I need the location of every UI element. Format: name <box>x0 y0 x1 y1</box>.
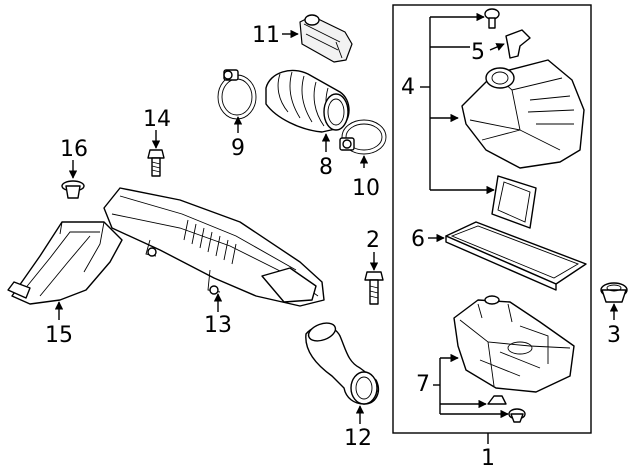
part-4-cover <box>461 59 585 169</box>
callout-9: 9 <box>231 136 245 161</box>
callout-10: 10 <box>352 176 380 201</box>
part-13-air-duct <box>103 187 325 307</box>
part-2-bolt <box>364 271 384 305</box>
part-3-grommet <box>600 282 628 303</box>
leader-4 <box>420 12 495 195</box>
callout-7: 7 <box>416 372 430 397</box>
callout-4: 4 <box>401 75 415 100</box>
callout-5: 5 <box>471 40 485 65</box>
callout-11: 11 <box>252 23 280 48</box>
leader-7 <box>433 353 509 419</box>
part-7-clip <box>487 395 526 423</box>
callout-16: 16 <box>60 137 88 162</box>
part-8-hose <box>265 69 350 133</box>
part-14-bolt <box>147 149 165 177</box>
part-16-clip <box>61 180 85 199</box>
part-4-screw <box>484 8 500 29</box>
callout-13: 13 <box>204 313 232 338</box>
callout-6: 6 <box>411 227 425 252</box>
part-4-filter-frame <box>491 175 537 229</box>
part-12-elbow-hose <box>305 322 380 405</box>
callout-8: 8 <box>319 155 333 180</box>
callout-3: 3 <box>607 323 621 348</box>
part-5-connector <box>505 29 531 59</box>
part-7-lower-case <box>453 295 575 393</box>
assembly-frame <box>392 4 592 434</box>
callout-12: 12 <box>344 426 372 451</box>
callout-14: 14 <box>143 107 171 132</box>
part-9-clamp <box>217 69 257 120</box>
part-15-inlet-duct <box>7 221 123 305</box>
part-10-clamp <box>339 119 387 155</box>
callout-2: 2 <box>366 228 380 253</box>
part-6-filter <box>445 221 587 291</box>
callout-15: 15 <box>45 323 73 348</box>
leader-5 <box>489 43 505 51</box>
callout-1: 1 <box>481 446 495 471</box>
part-11-sensor <box>299 14 353 63</box>
